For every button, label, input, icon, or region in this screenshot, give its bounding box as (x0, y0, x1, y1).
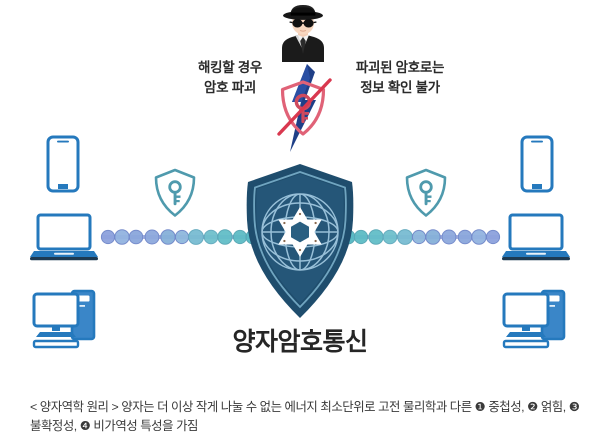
desktop-pc-icon-right (500, 288, 570, 350)
broken-shield-key-icon (270, 62, 336, 154)
laptop-icon-left (30, 213, 98, 261)
desktop-pc-icon-left (30, 288, 100, 350)
smartphone-icon-left (46, 135, 80, 193)
key-shield-icon-left (152, 167, 198, 219)
laptop-icon-right (502, 213, 570, 261)
caption-text: < 양자역학 원리 > 양자는 더 이상 작게 나눌 수 없는 에너지 최소단위… (30, 400, 580, 434)
label-hacking-breaks-cipher: 해킹할 경우 암호 파괴 (197, 60, 263, 95)
spy-hacker-icon (268, 2, 338, 62)
quantum-shield-globe-icon (234, 160, 366, 325)
photon-chain-icon-right (341, 226, 501, 248)
photon-chain-icon-left (100, 226, 260, 248)
page-title: 양자암호통신 (232, 328, 368, 356)
label-broken-cipher-no-info: 파괴된 암호로는 정보 확인 불가 (355, 60, 445, 95)
key-shield-icon-right (403, 167, 449, 219)
smartphone-icon-right (520, 135, 554, 193)
